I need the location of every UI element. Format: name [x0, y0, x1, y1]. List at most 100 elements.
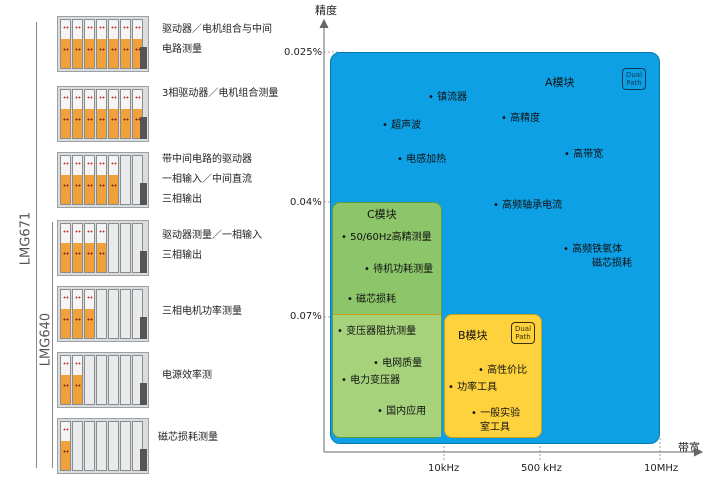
- y-tick-3: 0.07%: [290, 311, 322, 322]
- device-1: [57, 16, 149, 72]
- app-power-quality-text: 电网质量: [382, 358, 423, 369]
- device-channel: [120, 223, 131, 273]
- channel-connectors: [111, 26, 117, 29]
- device-channel: [108, 223, 119, 273]
- channel-jacks: [135, 48, 141, 51]
- channel-jacks: [87, 184, 93, 187]
- device-4: [57, 220, 149, 276]
- app-bearing-current-text: 高频轴承电流: [502, 200, 563, 211]
- channel-jacks: [111, 184, 117, 187]
- channel-jacks: [87, 118, 93, 121]
- channel-jacks: [63, 384, 69, 387]
- device-description-3: 带中间电路的驱动器一相输入／中间直流三相输出: [162, 150, 252, 210]
- channel-connectors: [99, 162, 105, 165]
- channel-jacks: [63, 252, 69, 255]
- device-channel: [60, 155, 71, 205]
- device-channel: [60, 223, 71, 273]
- device-channel: [60, 355, 71, 405]
- channel-connectors: [111, 162, 117, 165]
- channel-connectors: [63, 162, 69, 165]
- channel-connectors: [75, 96, 81, 99]
- y-axis-line: [319, 18, 329, 452]
- device-channel: [84, 89, 95, 139]
- device-description-7: 磁芯损耗测量: [158, 428, 218, 448]
- channel-jacks: [87, 48, 93, 51]
- device-channel: [60, 421, 71, 471]
- channel-connectors: [75, 362, 81, 365]
- device-channel: [84, 355, 95, 405]
- badge-line-2: Path: [626, 79, 642, 87]
- bracket-lmg671: [36, 22, 37, 468]
- app-lab-tools-text: 一般实验: [480, 408, 521, 419]
- device-channel: [120, 19, 131, 69]
- device-description-1: 驱动器／电机组合与中间电路测量: [162, 20, 272, 60]
- module-c-title: C模块: [367, 208, 397, 221]
- device-description-line: 驱动器测量／一相输入: [162, 230, 262, 241]
- app-core-loss-c-text: 磁芯损耗: [356, 294, 397, 305]
- channel-connectors: [75, 26, 81, 29]
- channel-connectors: [99, 26, 105, 29]
- channel-jacks: [63, 184, 69, 187]
- device-5: [57, 286, 149, 342]
- x-axis-title: 带宽: [678, 441, 700, 454]
- channel-jacks: [75, 384, 81, 387]
- badge-line-2: Path: [515, 333, 531, 341]
- channel-jacks: [75, 118, 81, 121]
- device-channel: [132, 155, 143, 205]
- channel-connectors: [87, 26, 93, 29]
- app-transformer-impedance-text: 变压器阻抗测量: [346, 326, 417, 337]
- device-channel: [72, 89, 83, 139]
- device-channel: [72, 355, 83, 405]
- y-axis-title: 精度: [315, 4, 337, 17]
- app-ultrasonic-text: 超声波: [391, 120, 422, 131]
- device-channel: [96, 421, 107, 471]
- channel-jacks: [123, 118, 129, 121]
- device-channel: [120, 421, 131, 471]
- app-power-transformer: • 电力变压器: [341, 375, 401, 386]
- channel-connectors: [99, 96, 105, 99]
- device-description-line: 三相输出: [162, 194, 202, 205]
- x-tick-2: 500 kHz: [521, 463, 562, 474]
- channel-connectors: [63, 362, 69, 365]
- channel-jacks: [123, 48, 129, 51]
- device-description-line: 驱动器／电机组合与中间: [162, 24, 272, 35]
- channel-jacks: [63, 48, 69, 51]
- app-high-bandwidth: • 高带宽: [564, 149, 604, 160]
- device-channel: [96, 289, 107, 339]
- device-channel: [108, 289, 119, 339]
- app-bearing-current: • 高频轴承电流: [493, 200, 563, 211]
- module-a-title: A模块: [545, 76, 575, 89]
- device-description-6: 电源效率测: [162, 366, 212, 386]
- channel-jacks: [75, 252, 81, 255]
- channel-jacks: [63, 118, 69, 121]
- device-channel: [72, 19, 83, 69]
- channel-connectors: [63, 26, 69, 29]
- app-power-tools-text: 功率工具: [457, 382, 498, 393]
- channel-connectors: [99, 230, 105, 233]
- app-domestic-text: 国内应用: [386, 406, 427, 417]
- module-b-dual-path-badge: Dual Path: [511, 322, 535, 344]
- channel-connectors: [123, 96, 129, 99]
- badge-line-1: Dual: [625, 71, 643, 79]
- channel-connectors: [63, 230, 69, 233]
- channel-jacks: [63, 318, 69, 321]
- channel-connectors: [87, 96, 93, 99]
- channel-connectors: [63, 428, 69, 431]
- device-description-5: 三相电机功率测量: [162, 302, 242, 322]
- device-3: [57, 152, 149, 208]
- x-tick-3: 10MHz: [644, 463, 679, 474]
- app-lab-tools-2: 室工具: [480, 422, 510, 433]
- y-tick-2: 0.04%: [290, 197, 322, 208]
- channel-jacks: [99, 184, 105, 187]
- channel-jacks: [111, 118, 117, 121]
- device-channel: [132, 289, 143, 339]
- device-channel: [84, 289, 95, 339]
- device-description-line: 电源效率测: [162, 370, 212, 381]
- device-2: [57, 86, 149, 142]
- channel-jacks: [135, 118, 141, 121]
- app-standby-power-text: 待机功耗测量: [373, 264, 434, 275]
- badge-line-1: Dual: [514, 325, 532, 333]
- device-channel: [120, 289, 131, 339]
- channel-jacks: [99, 118, 105, 121]
- channel-jacks: [111, 48, 117, 51]
